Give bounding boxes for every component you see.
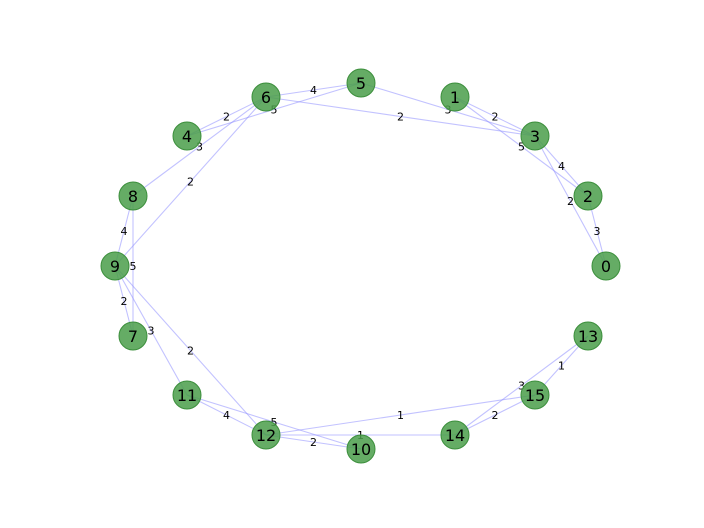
node-circle xyxy=(573,321,603,351)
node-circle xyxy=(520,121,550,151)
node-label: 7 xyxy=(128,327,138,346)
edge-14-13 xyxy=(454,335,589,436)
edge-weight-label: 4 xyxy=(310,84,317,97)
edge-4-6 xyxy=(186,96,267,137)
node-label: 1 xyxy=(450,88,460,107)
node-12: 12 xyxy=(251,420,281,450)
node-13: 13 xyxy=(573,321,603,351)
node-label: 14 xyxy=(445,426,465,445)
edge-4-5 xyxy=(186,82,362,137)
edge-weight-label: 4 xyxy=(223,409,230,422)
edge-11-10 xyxy=(186,394,362,450)
edge-1-2 xyxy=(454,96,589,197)
node-circle xyxy=(440,420,470,450)
edge-labels-layer: 3225432425324523245211231 xyxy=(121,84,601,449)
edge-weight-label: 2 xyxy=(397,111,404,124)
edge-14-15 xyxy=(454,394,536,436)
edge-weight-label: 2 xyxy=(223,111,230,124)
node-label: 5 xyxy=(356,74,366,93)
edge-weight-label: 4 xyxy=(558,160,565,173)
edge-6-5 xyxy=(265,82,362,98)
node-label: 3 xyxy=(530,127,540,146)
edge-weight-label: 3 xyxy=(148,325,155,338)
node-circle xyxy=(346,434,376,464)
edge-1-3 xyxy=(454,96,536,137)
edge-weight-label: 3 xyxy=(445,104,452,117)
edge-weight-label: 2 xyxy=(187,176,194,189)
edge-weight-label: 1 xyxy=(558,360,565,373)
node-9: 9 xyxy=(100,251,130,281)
edge-11-12 xyxy=(186,394,267,436)
edge-weight-label: 4 xyxy=(121,225,128,238)
node-4: 4 xyxy=(172,121,202,151)
node-label: 0 xyxy=(601,257,611,276)
node-3: 3 xyxy=(520,121,550,151)
node-circle xyxy=(172,380,202,410)
node-circle xyxy=(100,251,130,281)
node-label: 10 xyxy=(351,440,371,459)
node-label: 6 xyxy=(261,88,271,107)
node-0: 0 xyxy=(591,251,621,281)
node-label: 2 xyxy=(583,187,593,206)
node-circle xyxy=(520,380,550,410)
edge-12-15 xyxy=(265,394,536,436)
edge-weight-label: 3 xyxy=(518,380,525,393)
edge-9-11 xyxy=(114,265,188,396)
edge-weight-label: 1 xyxy=(397,409,404,422)
edge-weight-label: 3 xyxy=(594,225,601,238)
edge-0-3 xyxy=(534,135,607,267)
node-7: 7 xyxy=(118,321,148,351)
node-label: 8 xyxy=(128,187,138,206)
node-circle xyxy=(573,181,603,211)
edge-weight-label: 5 xyxy=(271,104,278,117)
node-circle xyxy=(346,68,376,98)
node-circle xyxy=(251,82,281,112)
edge-weight-label: 5 xyxy=(130,260,137,273)
node-label: 9 xyxy=(110,257,120,276)
node-label: 4 xyxy=(182,127,192,146)
node-label: 13 xyxy=(578,327,598,346)
node-label: 15 xyxy=(525,386,545,405)
node-6: 6 xyxy=(251,82,281,112)
edge-weight-label: 2 xyxy=(492,409,499,422)
edge-6-3 xyxy=(265,96,536,137)
node-15: 15 xyxy=(520,380,550,410)
node-2: 2 xyxy=(573,181,603,211)
edge-weight-label: 5 xyxy=(271,416,278,429)
node-label: 12 xyxy=(256,426,276,445)
edges-layer xyxy=(114,82,607,450)
node-5: 5 xyxy=(346,68,376,98)
edge-weight-label: 2 xyxy=(310,436,317,449)
edge-9-12 xyxy=(114,265,267,436)
node-14: 14 xyxy=(440,420,470,450)
node-10: 10 xyxy=(346,434,376,464)
node-1: 1 xyxy=(440,82,470,112)
node-8: 8 xyxy=(118,181,148,211)
edge-12-10 xyxy=(265,434,362,450)
node-circle xyxy=(440,82,470,112)
edge-weight-label: 2 xyxy=(121,295,128,308)
edge-weight-label: 5 xyxy=(518,141,525,154)
edge-weight-label: 3 xyxy=(196,141,203,154)
node-circle xyxy=(118,321,148,351)
edge-9-6 xyxy=(114,96,267,267)
node-circle xyxy=(251,420,281,450)
node-11: 11 xyxy=(172,380,202,410)
edge-weight-label: 2 xyxy=(187,345,194,358)
node-circle xyxy=(591,251,621,281)
edge-8-6 xyxy=(132,96,267,197)
edge-weight-label: 2 xyxy=(567,195,574,208)
edge-weight-label: 2 xyxy=(492,111,499,124)
node-circle xyxy=(118,181,148,211)
node-circle xyxy=(172,121,202,151)
node-label: 11 xyxy=(177,386,197,405)
